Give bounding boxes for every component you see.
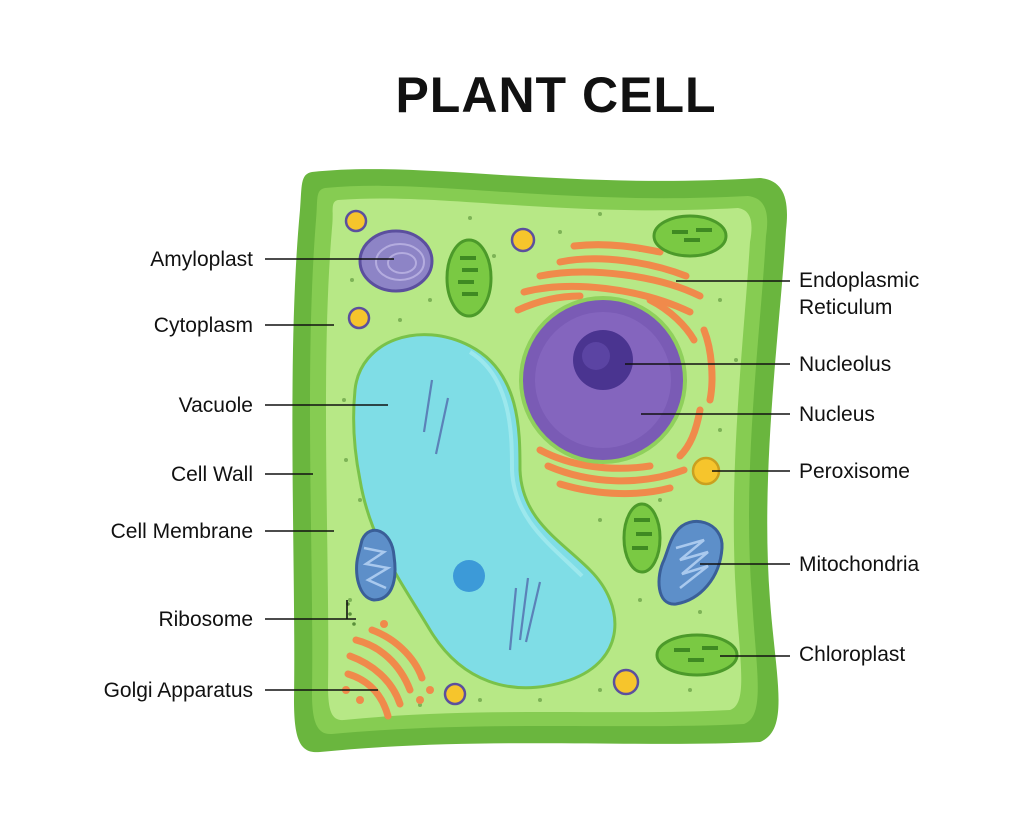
- mitochondria: [657, 520, 724, 606]
- label-chloroplast: Chloroplast: [799, 643, 905, 666]
- label-vacuole: Vacuole: [179, 394, 253, 417]
- label-endoplasmic-reticulum-line1: Endoplasmic: [799, 269, 919, 292]
- leader-lines: [265, 258, 790, 691]
- label-nucleus: Nucleus: [799, 403, 875, 426]
- label-cell-membrane: Cell Membrane: [111, 520, 253, 543]
- golgi-apparatus: [344, 626, 426, 720]
- label-ribosome: Ribosome: [158, 608, 253, 631]
- endoplasmic-reticulum: [514, 241, 716, 498]
- diagram-title: PLANT CELL: [395, 67, 717, 123]
- label-cytoplasm: Cytoplasm: [154, 314, 253, 337]
- label-golgi-apparatus: Golgi Apparatus: [104, 679, 253, 702]
- label-cell-wall: Cell Wall: [171, 463, 253, 486]
- label-amyloplast: Amyloplast: [150, 248, 253, 271]
- label-peroxisome: Peroxisome: [799, 460, 910, 483]
- label-nucleolus: Nucleolus: [799, 353, 891, 376]
- chloroplast: [445, 238, 493, 318]
- label-mitochondria: Mitochondria: [799, 553, 920, 576]
- cytoplasm-granules: [342, 212, 738, 707]
- amyloplast: [358, 229, 434, 293]
- vacuole-crystals: [422, 379, 542, 651]
- label-endoplasmic-reticulum-line2: Reticulum: [799, 296, 892, 319]
- vacuole-particle: [453, 560, 485, 592]
- peroxisomes: [344, 209, 721, 706]
